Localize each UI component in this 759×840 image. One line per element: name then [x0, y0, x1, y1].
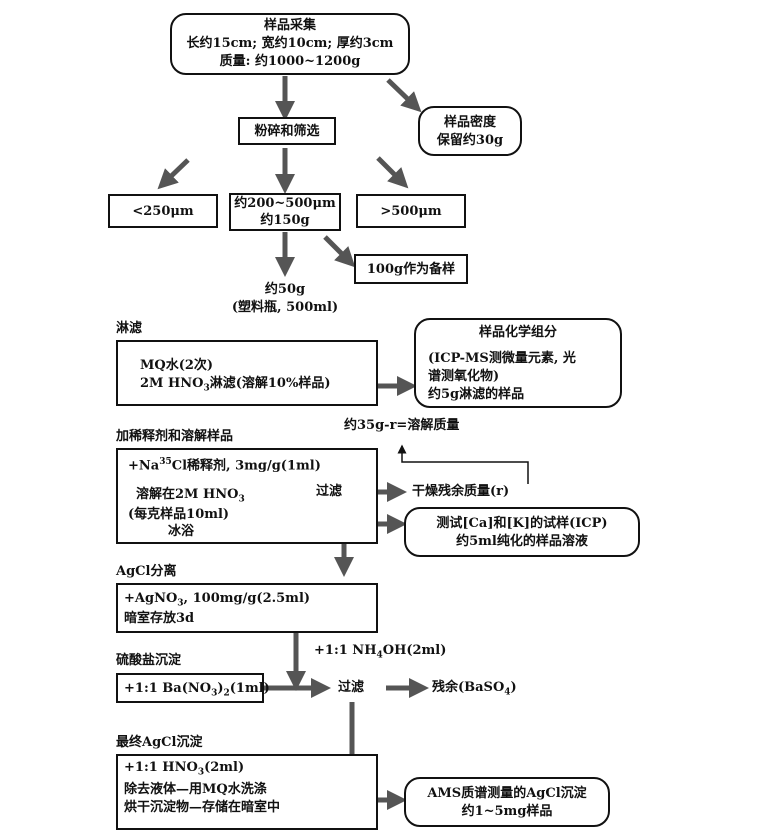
ams-line2: 约1~5mg样品 [461, 804, 553, 819]
chemistry-line1: (ICP-MS测微量元素, 光 [428, 351, 576, 366]
final-agcl-line1: +1:1 HNO3(2ml) [124, 760, 245, 778]
dissolve-line1: +Na35Cl稀释剂, 3mg/g(1ml) [128, 457, 321, 474]
sample-collection-title: 样品采集 [263, 18, 316, 33]
arrow-dry-to-dissolved-mass [397, 444, 529, 484]
final-agcl-line2: 除去液体—用MQ水洗涤 [124, 782, 267, 797]
dissolve-line2: 溶解在2M HNO3 [136, 487, 245, 505]
arrow-collection-to-density [386, 78, 422, 113]
bottle-line2: (塑料瓶, 500ml) [231, 300, 339, 315]
sample-collection-dims: 长约15cm; 宽约10cm; 厚约3cm [186, 36, 394, 51]
mid-fraction-line1: 约200~500μm [234, 196, 336, 211]
arrow-crush-to-lt250 [157, 158, 190, 190]
sulfate-heading: 硫酸盐沉淀 [116, 653, 182, 668]
crush-box: 粉碎和筛选 [238, 117, 336, 145]
backup-box: 100g作为备样 [354, 254, 468, 284]
agcl-separation-box: +AgNO3, 100mg/g(2.5ml) 暗室存放3d [116, 583, 378, 633]
dissolve-heading: 加稀释剂和溶解样品 [116, 429, 234, 444]
agcl-separation-line1: +AgNO3, 100mg/g(2.5ml) [124, 591, 311, 609]
icp-test-line2: 约5ml纯化的样品溶液 [456, 534, 588, 549]
icp-test-line1: 测试[Ca]和[K]的试样(ICP) [436, 516, 608, 531]
crush-label: 粉碎和筛选 [254, 124, 320, 139]
sample-collection-mass: 质量: 约1000~1200g [219, 54, 361, 69]
arrow-mid-to-backup [323, 235, 356, 268]
leach-heading: 淋滤 [116, 321, 143, 336]
dry-residue-label: 干燥残余质量(r) [412, 484, 510, 499]
final-agcl-line3: 烘干沉淀物—存储在暗室中 [124, 800, 281, 815]
lt250-box: <250μm [108, 194, 218, 228]
sulfate-box: +1:1 Ba(NO3)2(1ml) [116, 673, 270, 703]
agcl-separation-line2: 暗室存放3d [124, 611, 195, 626]
lt250-label: <250μm [132, 204, 194, 219]
leach-box: MQ水(2次) 2M HNO3淋滤(溶解10%样品) [116, 340, 378, 406]
ams-box: AMS质谱测量的AgCl沉淀 约1~5mg样品 [404, 777, 610, 827]
chemistry-line3: 约5g淋滤的样品 [428, 387, 525, 402]
dissolve-line4: 冰浴 [168, 524, 195, 539]
final-agcl-box: +1:1 HNO3(2ml) 除去液体—用MQ水洗涤 烘干沉淀物—存储在暗室中 [116, 754, 378, 830]
dissolve-line3: (每克样品10ml) [128, 507, 230, 522]
ams-line1: AMS质谱测量的AgCl沉淀 [427, 786, 587, 801]
filter2-label: 过滤 [338, 680, 365, 695]
icp-test-box: 测试[Ca]和[K]的试样(ICP) 约5ml纯化的样品溶液 [404, 507, 640, 557]
leach-line1: MQ水(2次) [140, 358, 214, 373]
arrow-crush-to-gt500 [376, 156, 409, 189]
backup-label: 100g作为备样 [366, 262, 456, 277]
chemistry-title: 样品化学组分 [478, 325, 557, 340]
residue-baso4-label: 残余(BaSO4) [432, 680, 517, 698]
nh4oh-label: +1:1 NH4OH(2ml) [314, 643, 447, 661]
density-sample-line1: 样品密度 [443, 115, 496, 130]
bottle-line1: 约50g [264, 282, 306, 297]
final-agcl-heading: 最终AgCl沉淀 [116, 735, 203, 750]
mid-fraction-line2: 约150g [260, 213, 310, 228]
chemistry-box: 样品化学组分 (ICP-MS测微量元素, 光 谱测氧化物) 约5g淋滤的样品 [414, 318, 622, 408]
chemistry-line2: 谱测氧化物) [428, 369, 500, 384]
agcl-separation-heading: AgCl分离 [116, 564, 177, 579]
gt500-box: >500μm [356, 194, 466, 228]
leach-line2: 2M HNO3淋滤(溶解10%样品) [140, 376, 331, 394]
dissolve-box: +Na35Cl稀释剂, 3mg/g(1ml) 溶解在2M HNO3 (每克样品1… [116, 448, 378, 544]
mid-fraction-box: 约200~500μm 约150g [229, 193, 341, 231]
dissolved-mass-label: 约35g-r=溶解质量 [344, 418, 460, 433]
sample-collection-box: 样品采集 长约15cm; 宽约10cm; 厚约3cm 质量: 约1000~120… [170, 13, 410, 75]
density-sample-line2: 保留约30g [436, 133, 504, 148]
gt500-label: >500μm [380, 204, 442, 219]
sulfate-line1: +1:1 Ba(NO3)2(1ml) [124, 681, 270, 699]
density-sample-box: 样品密度 保留约30g [418, 106, 522, 156]
filter1-label: 过滤 [316, 484, 343, 499]
